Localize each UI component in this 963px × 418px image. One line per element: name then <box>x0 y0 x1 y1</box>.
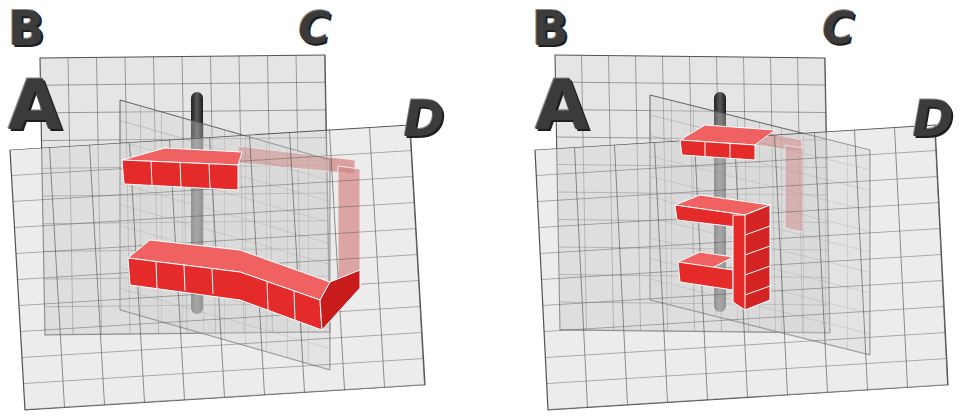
plane-label: D <box>399 94 449 144</box>
right-panel <box>535 55 948 410</box>
plane-label: A <box>8 70 62 140</box>
plane-label: C <box>294 6 334 50</box>
plane-label: B <box>532 4 569 52</box>
red-shape-front <box>122 148 360 330</box>
red-shape-front <box>675 125 775 310</box>
plane-label: D <box>908 94 958 144</box>
left-panel <box>10 55 425 410</box>
plane-label: A <box>535 70 589 140</box>
grid-plane <box>535 125 948 410</box>
plane-label: B <box>8 4 45 52</box>
plane-label: C <box>818 6 858 50</box>
grid-plane <box>10 125 425 410</box>
